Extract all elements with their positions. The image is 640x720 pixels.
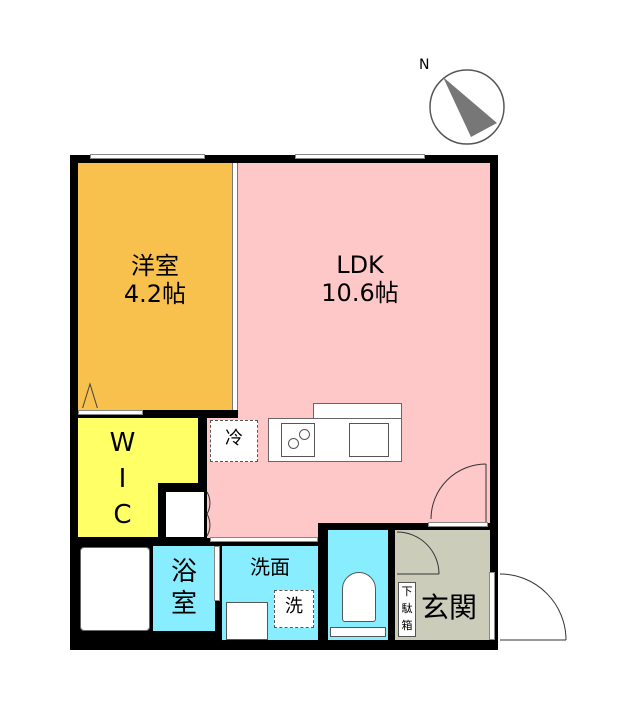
wic-letter-w: W: [109, 428, 136, 458]
bath-door: [214, 546, 220, 601]
fridge-space: 冷: [210, 420, 258, 462]
toilet-door-icon: [396, 531, 440, 575]
wic-letter-i: I: [118, 464, 127, 494]
western-room: 洋室 4.2帖: [78, 163, 232, 410]
shoe-box-char-3: 箱: [401, 619, 413, 632]
partition-strip: [78, 410, 143, 415]
washer-label: 洗: [285, 596, 303, 617]
front-door-icon[interactable]: [497, 572, 577, 662]
shoe-box: 下 駄 箱: [398, 582, 416, 637]
ldk-name: LDK: [336, 251, 384, 279]
washer-space: 洗: [274, 590, 314, 628]
washroom: 洗面 洗: [222, 546, 318, 640]
window: [90, 154, 205, 159]
wic-letter-c: C: [113, 500, 132, 530]
western-room-name: 洋室: [131, 252, 179, 280]
toilet-icon: [342, 572, 376, 622]
western-room-size: 4.2帖: [123, 279, 187, 308]
door-opening: [428, 522, 488, 527]
bathtub: [80, 547, 150, 631]
washbasin: [226, 602, 268, 640]
toilet-tank: [330, 627, 386, 637]
washroom-label: 洗面: [250, 555, 290, 579]
ldk-size: 10.6帖: [321, 278, 399, 307]
door-icon: [82, 382, 98, 408]
sliding-partition: [232, 163, 238, 410]
toilet-room: [328, 530, 388, 640]
washroom-door: [210, 537, 318, 542]
closet-door-icon: [206, 491, 211, 537]
fridge-label: 冷: [225, 428, 243, 449]
window: [295, 154, 425, 159]
shoe-box-char-1: 下: [401, 585, 413, 598]
shoe-box-char-2: 駄: [401, 602, 413, 615]
bath-char-2: 室: [170, 589, 197, 619]
compass: N: [419, 57, 515, 145]
bath-room: 浴 室: [153, 546, 215, 631]
entrance: 下 駄 箱 玄関: [395, 530, 490, 640]
compass-icon: [429, 69, 505, 145]
kitchen-counter: [268, 418, 402, 462]
sink-icon: [349, 423, 389, 457]
closet: [166, 492, 204, 537]
ldk-door-icon: [430, 463, 487, 522]
north-label: N: [419, 57, 430, 73]
front-door-opening: [489, 572, 495, 640]
kitchen-upper: [313, 403, 402, 419]
bath-char-1: 浴: [170, 557, 197, 587]
entrance-label: 玄関: [421, 591, 478, 624]
stove-icon: [281, 423, 315, 457]
